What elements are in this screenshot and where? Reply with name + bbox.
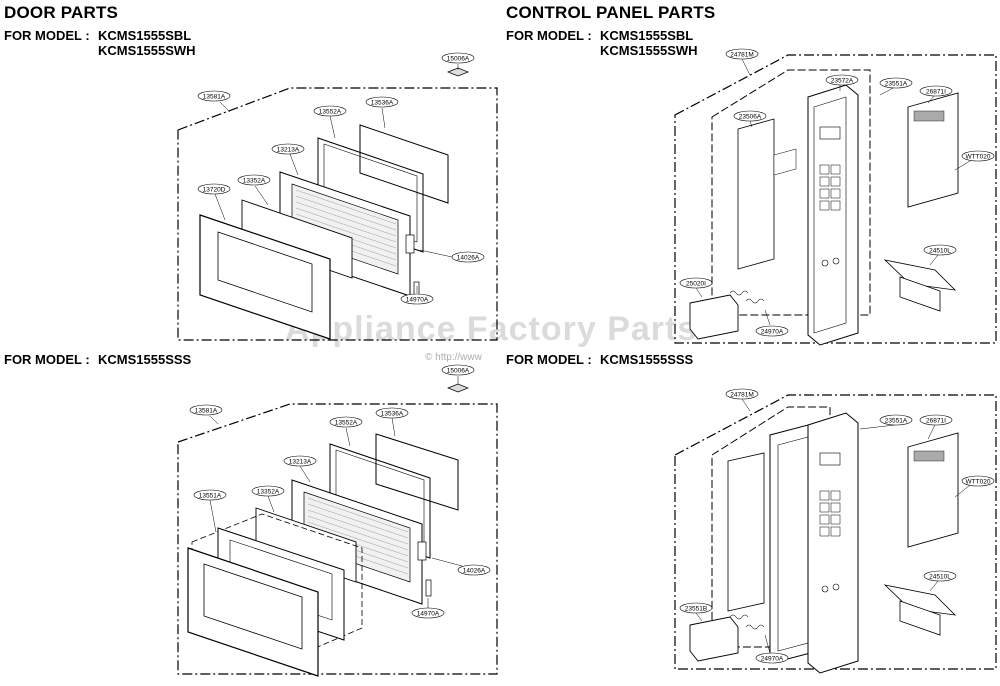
door-model-label-top: FOR MODEL : (4, 28, 90, 43)
callout-label: 14970A (406, 297, 429, 304)
callout-label: 13551A (199, 493, 222, 500)
door-diagram-top: 15006A 13581A 13552A 13536A 13213A 13352… (170, 50, 510, 345)
callout-label: 13581A (203, 94, 226, 101)
callout-label: 13352A (257, 489, 280, 496)
door-parts-title: DOOR PARTS (4, 3, 119, 22)
callouts-door-top: 15006A 13581A 13552A 13536A 13213A 13352… (197, 52, 485, 305)
door-model-label-bottom: FOR MODEL : (4, 352, 90, 367)
control-model-bottom-1: KCMS1555SSS (600, 352, 694, 367)
callout-label: 14026A (463, 568, 486, 575)
callout-label: WTT020 (966, 154, 991, 161)
control-diagram-bottom: 24781M 23551A 26871I WTT020 24510L 23551… (670, 385, 1000, 675)
callout-label: 24970A (761, 329, 784, 336)
door-model-top-1: KCMS1555SBL (98, 28, 192, 43)
callout-label: 13213A (289, 459, 312, 466)
control-model-top-2: KCMS1555SWH (600, 43, 698, 58)
callout-label: 13536A (381, 411, 404, 418)
callout-label: 14970A (417, 611, 440, 618)
callout-label: 24781M (730, 392, 754, 399)
control-model-label-top: FOR MODEL : (506, 28, 592, 43)
callout-label: 24781M (730, 52, 754, 59)
callouts-control-top: 24781M 23572A 23551A 26871I 23506A WTT02… (679, 48, 995, 337)
callout-label: 13552A (335, 420, 358, 427)
callout-label: 24510L (929, 248, 951, 255)
callout-label: 13552A (319, 109, 342, 116)
callouts-door-bottom: 15006A 13581A 13552A 13536A 13213A 13551… (189, 364, 491, 619)
callouts-control-bottom: 24781M 23551A 26871I WTT020 24510L 23551… (679, 388, 995, 664)
door-diagram-bottom: 15006A 13581A 13552A 13536A 13213A 13551… (170, 362, 510, 682)
door-model-top-2: KCMS1555SWH (98, 43, 196, 58)
callout-label: WTT020 (966, 479, 991, 486)
callout-label: 23572A (831, 78, 854, 85)
callout-label: 23551B (685, 606, 707, 613)
callout-label: 24510L (929, 574, 951, 581)
callout-label: 26871I (926, 418, 946, 425)
callout-label: 23551A (885, 81, 908, 88)
control-model-label-bottom: FOR MODEL : (506, 352, 592, 367)
callout-label: 15006A (447, 56, 470, 63)
callout-label: 23551A (885, 418, 908, 425)
callout-label: 24970A (761, 656, 784, 663)
callout-label: 14026A (457, 255, 480, 262)
watermark-url: © http://www (425, 352, 482, 363)
callout-label: 13352A (243, 178, 266, 185)
control-model-top-1: KCMS1555SBL (600, 28, 694, 43)
control-panel-parts-title: CONTROL PANEL PARTS (506, 3, 716, 22)
watermark-brand: Appliance Factory Parts (285, 310, 698, 348)
door-model-bottom-1: KCMS1555SSS (98, 352, 192, 367)
callout-label: 13720D (203, 187, 226, 194)
callout-label: 23506A (739, 114, 762, 121)
control-diagram-top: 24781M 23572A 23551A 26871I 23506A WTT02… (670, 45, 1000, 346)
callout-label: 13213A (277, 147, 300, 154)
callout-label: 13536A (371, 100, 394, 107)
callout-label: 13581A (195, 408, 218, 415)
callout-label: 25020I (686, 281, 706, 288)
callout-label: 26871I (926, 89, 946, 96)
callout-label: 15006A (447, 368, 470, 375)
